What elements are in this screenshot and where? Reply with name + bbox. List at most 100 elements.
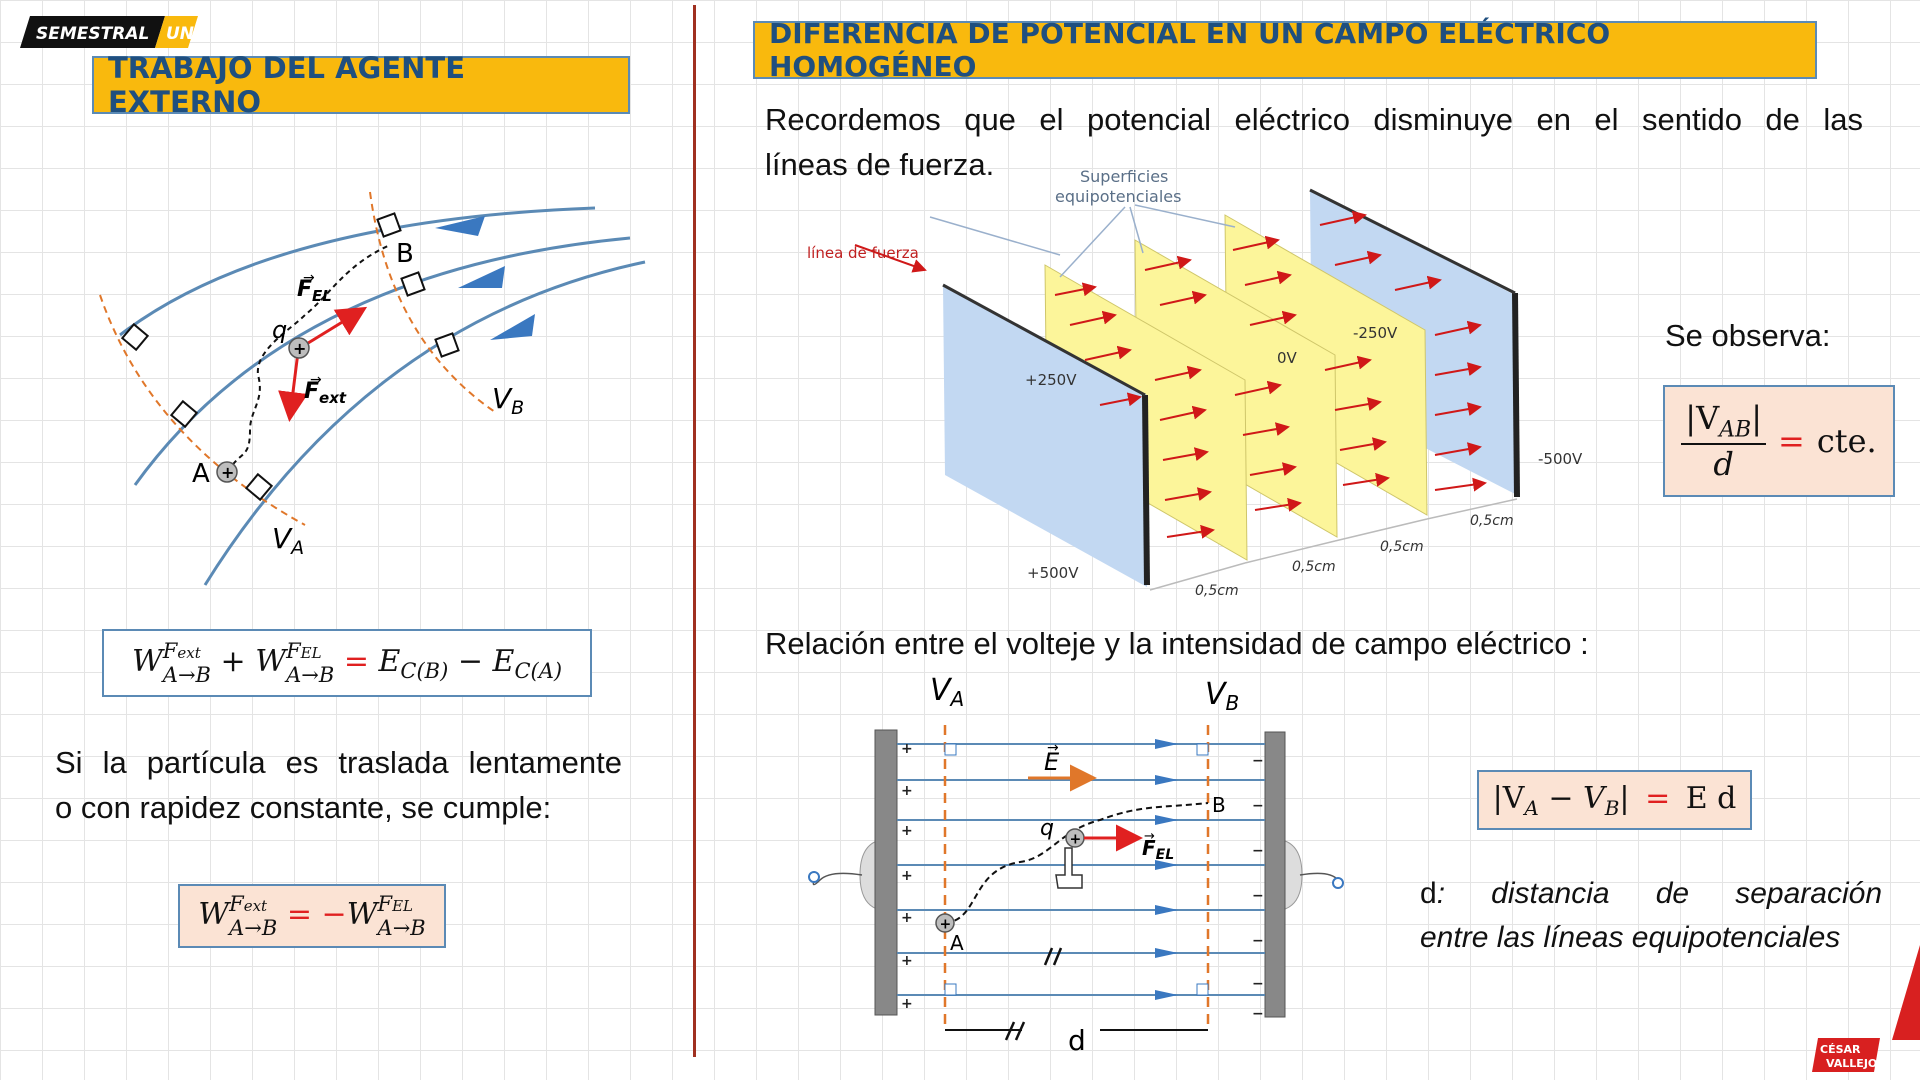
svg-text:−: − — [1252, 1006, 1264, 1022]
se-observa-label: Se observa: — [1665, 318, 1831, 353]
right-angle-mark — [944, 983, 957, 996]
label-va: VA — [930, 673, 964, 711]
svg-text:−: − — [1252, 933, 1264, 949]
charge-q-sign: + — [293, 339, 306, 358]
left-heading-text: TRABAJO DEL AGENTE EXTERNO — [108, 51, 466, 119]
d-definition-line1: d: distancia de separación — [1420, 872, 1882, 916]
svg-text:+: + — [901, 783, 913, 799]
right-angle-mark — [400, 271, 426, 297]
svg-text:+: + — [901, 741, 913, 757]
label-sep-4: 0,5cm — [1470, 513, 1514, 529]
svg-text:+: + — [901, 868, 913, 884]
left-heading: TRABAJO DEL AGENTE EXTERNO — [92, 51, 630, 119]
right-intro-line2: líneas de fuerza. — [765, 147, 995, 182]
label-e: E — [1044, 748, 1060, 776]
vector-mark-fext: → — [310, 372, 322, 388]
right-angle-mark — [120, 322, 150, 352]
eq1-e2-sub: C(A) — [514, 659, 563, 683]
plate-negative-top — [1309, 188, 1516, 295]
separation-lines — [1149, 498, 1518, 591]
va-vb-equals-ed-equation: |VA − VB| = E d — [1477, 770, 1752, 830]
eq2-sub2: A→B — [377, 916, 426, 940]
eq2-neg: − — [321, 897, 347, 932]
eq4-rhs: E d — [1685, 780, 1737, 816]
d-definition-prefix: d — [1420, 877, 1437, 910]
right-intro-line1: Recordemos que el potencial eléctrico di… — [765, 102, 1863, 137]
force-ext-arrow — [278, 351, 308, 422]
eq1-plus: + — [220, 644, 246, 679]
vector-mark-e: → — [1047, 740, 1059, 756]
eq3-denominator: d — [1713, 444, 1734, 483]
eq3-rhs: cte. — [1816, 421, 1877, 460]
field-line-top — [119, 206, 596, 337]
eq1-w2: W — [255, 644, 287, 679]
svg-text:+: + — [901, 953, 913, 969]
callout-line — [1134, 204, 1236, 228]
eq1-sub1: A→B — [162, 663, 211, 687]
eq2-equals: = — [286, 897, 312, 932]
plate-positive — [943, 285, 1147, 587]
d-parallel-mark — [1004, 1021, 1026, 1041]
svg-text:−: − — [1252, 976, 1264, 992]
field-line-mid — [133, 236, 631, 486]
right-angle-mark — [434, 332, 460, 358]
label-B: B — [1212, 793, 1226, 817]
callout-line — [929, 216, 1061, 256]
eq1-w1: W — [131, 644, 163, 679]
charge-A-sign: + — [221, 463, 234, 482]
force-el-arrow — [299, 306, 368, 350]
svg-text:+: + — [901, 823, 913, 839]
logo-text-semestral: SEMESTRAL — [36, 24, 149, 44]
svg-text:+: + — [901, 910, 913, 926]
arrow-head-3 — [490, 314, 535, 340]
plate-negative-edge — [1512, 292, 1520, 498]
left-terminal-node — [808, 871, 820, 883]
logo-text-uni: UNI — [166, 24, 198, 44]
eq2-w2: W — [346, 897, 378, 932]
eq1-sub2: A→B — [286, 663, 335, 687]
footer-logo-line1: CÉSAR — [1820, 1043, 1861, 1056]
eq1-sup2: FEL — [286, 639, 322, 663]
vab-over-d-equation: |VAB| d = cte. — [1663, 385, 1895, 497]
right-heading-text: DIFERENCIA DE POTENCIAL EN UN CAMPO ELÉC… — [769, 17, 1611, 83]
eq4-sub-b: B — [1604, 795, 1620, 820]
plate-signs: + + + + + + + − − − − − − − — [901, 741, 1264, 1022]
label-plus250: +250V — [1025, 371, 1077, 389]
label-q: q — [1040, 816, 1054, 841]
vector-mark-fel: → — [303, 270, 315, 286]
right-heading: DIFERENCIA DE POTENCIAL EN UN CAMPO ELÉC… — [753, 17, 1817, 83]
charge-q — [288, 337, 310, 359]
charge-A — [216, 461, 238, 483]
negative-plate — [1264, 731, 1286, 1018]
field-line-bottom — [203, 260, 646, 586]
footer-logo-line2: VALLEJO — [1826, 1057, 1877, 1070]
equipotential-plates-diagram: Superficies equipotenciales línea de fue… — [807, 167, 1583, 599]
plate-positive-edge — [1142, 394, 1150, 586]
eq1-e1: E — [378, 644, 401, 679]
right-angle-mark — [169, 399, 199, 429]
label-A: A — [192, 459, 210, 489]
callout-line — [1059, 206, 1126, 278]
label-minus500: -500V — [1538, 450, 1583, 468]
uniform-field-diagram: + + + + + + + − − − − − − − E → + + FEL … — [808, 673, 1344, 1057]
charge-A — [935, 913, 955, 933]
left-paragraph-line2: o con rapidez constante, se cumple: — [55, 790, 552, 825]
callout-line — [1129, 206, 1144, 254]
eq1-equals: = — [343, 644, 369, 679]
right-angle-mark — [944, 743, 957, 756]
label-d: d — [1068, 1024, 1086, 1057]
arrow-head-1 — [435, 216, 485, 236]
label-A: A — [950, 931, 964, 955]
eq4-lhs-open: |V — [1492, 780, 1525, 816]
arrow-head-2 — [458, 266, 505, 288]
trajectory — [944, 802, 1209, 924]
label-fext: Fext — [304, 379, 347, 407]
semestral-uni-logo: SEMESTRAL UNI — [20, 16, 200, 48]
d-definition-text1: : distancia de separación — [1436, 877, 1882, 910]
right-angle-mark — [1196, 983, 1209, 996]
label-minus250: -250V — [1353, 324, 1398, 342]
svg-text:−: − — [1252, 753, 1264, 769]
svg-text:−: − — [1252, 888, 1264, 904]
field-arrowheads — [1155, 739, 1178, 1000]
label-sep-1: 0,5cm — [1195, 583, 1239, 599]
